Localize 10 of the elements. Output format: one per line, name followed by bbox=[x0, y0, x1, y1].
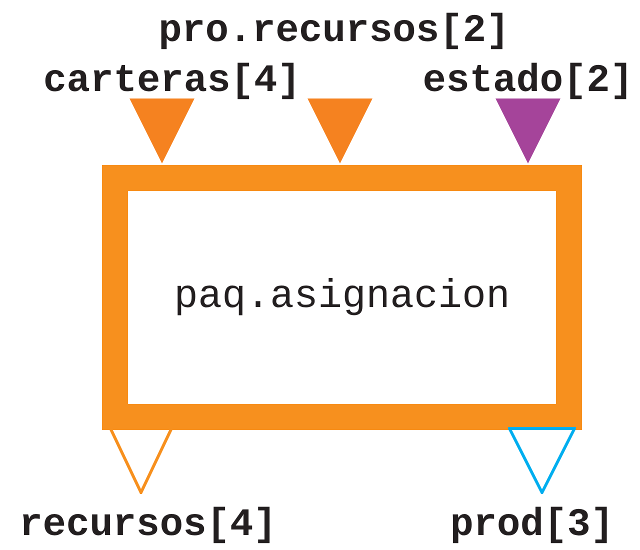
port-label: estado[2] bbox=[422, 62, 634, 101]
port-label: recursos[4] bbox=[19, 506, 277, 545]
module-box bbox=[102, 165, 582, 430]
port-label: pro.recursos[2] bbox=[158, 12, 510, 51]
output-port-triangle bbox=[508, 427, 576, 494]
input-port-triangle bbox=[306, 97, 374, 165]
port-label: carteras[4] bbox=[43, 62, 301, 101]
port-label: prod[3] bbox=[450, 506, 614, 545]
module-name: paq.asignacion bbox=[174, 275, 510, 320]
output-port-triangle bbox=[109, 427, 173, 494]
